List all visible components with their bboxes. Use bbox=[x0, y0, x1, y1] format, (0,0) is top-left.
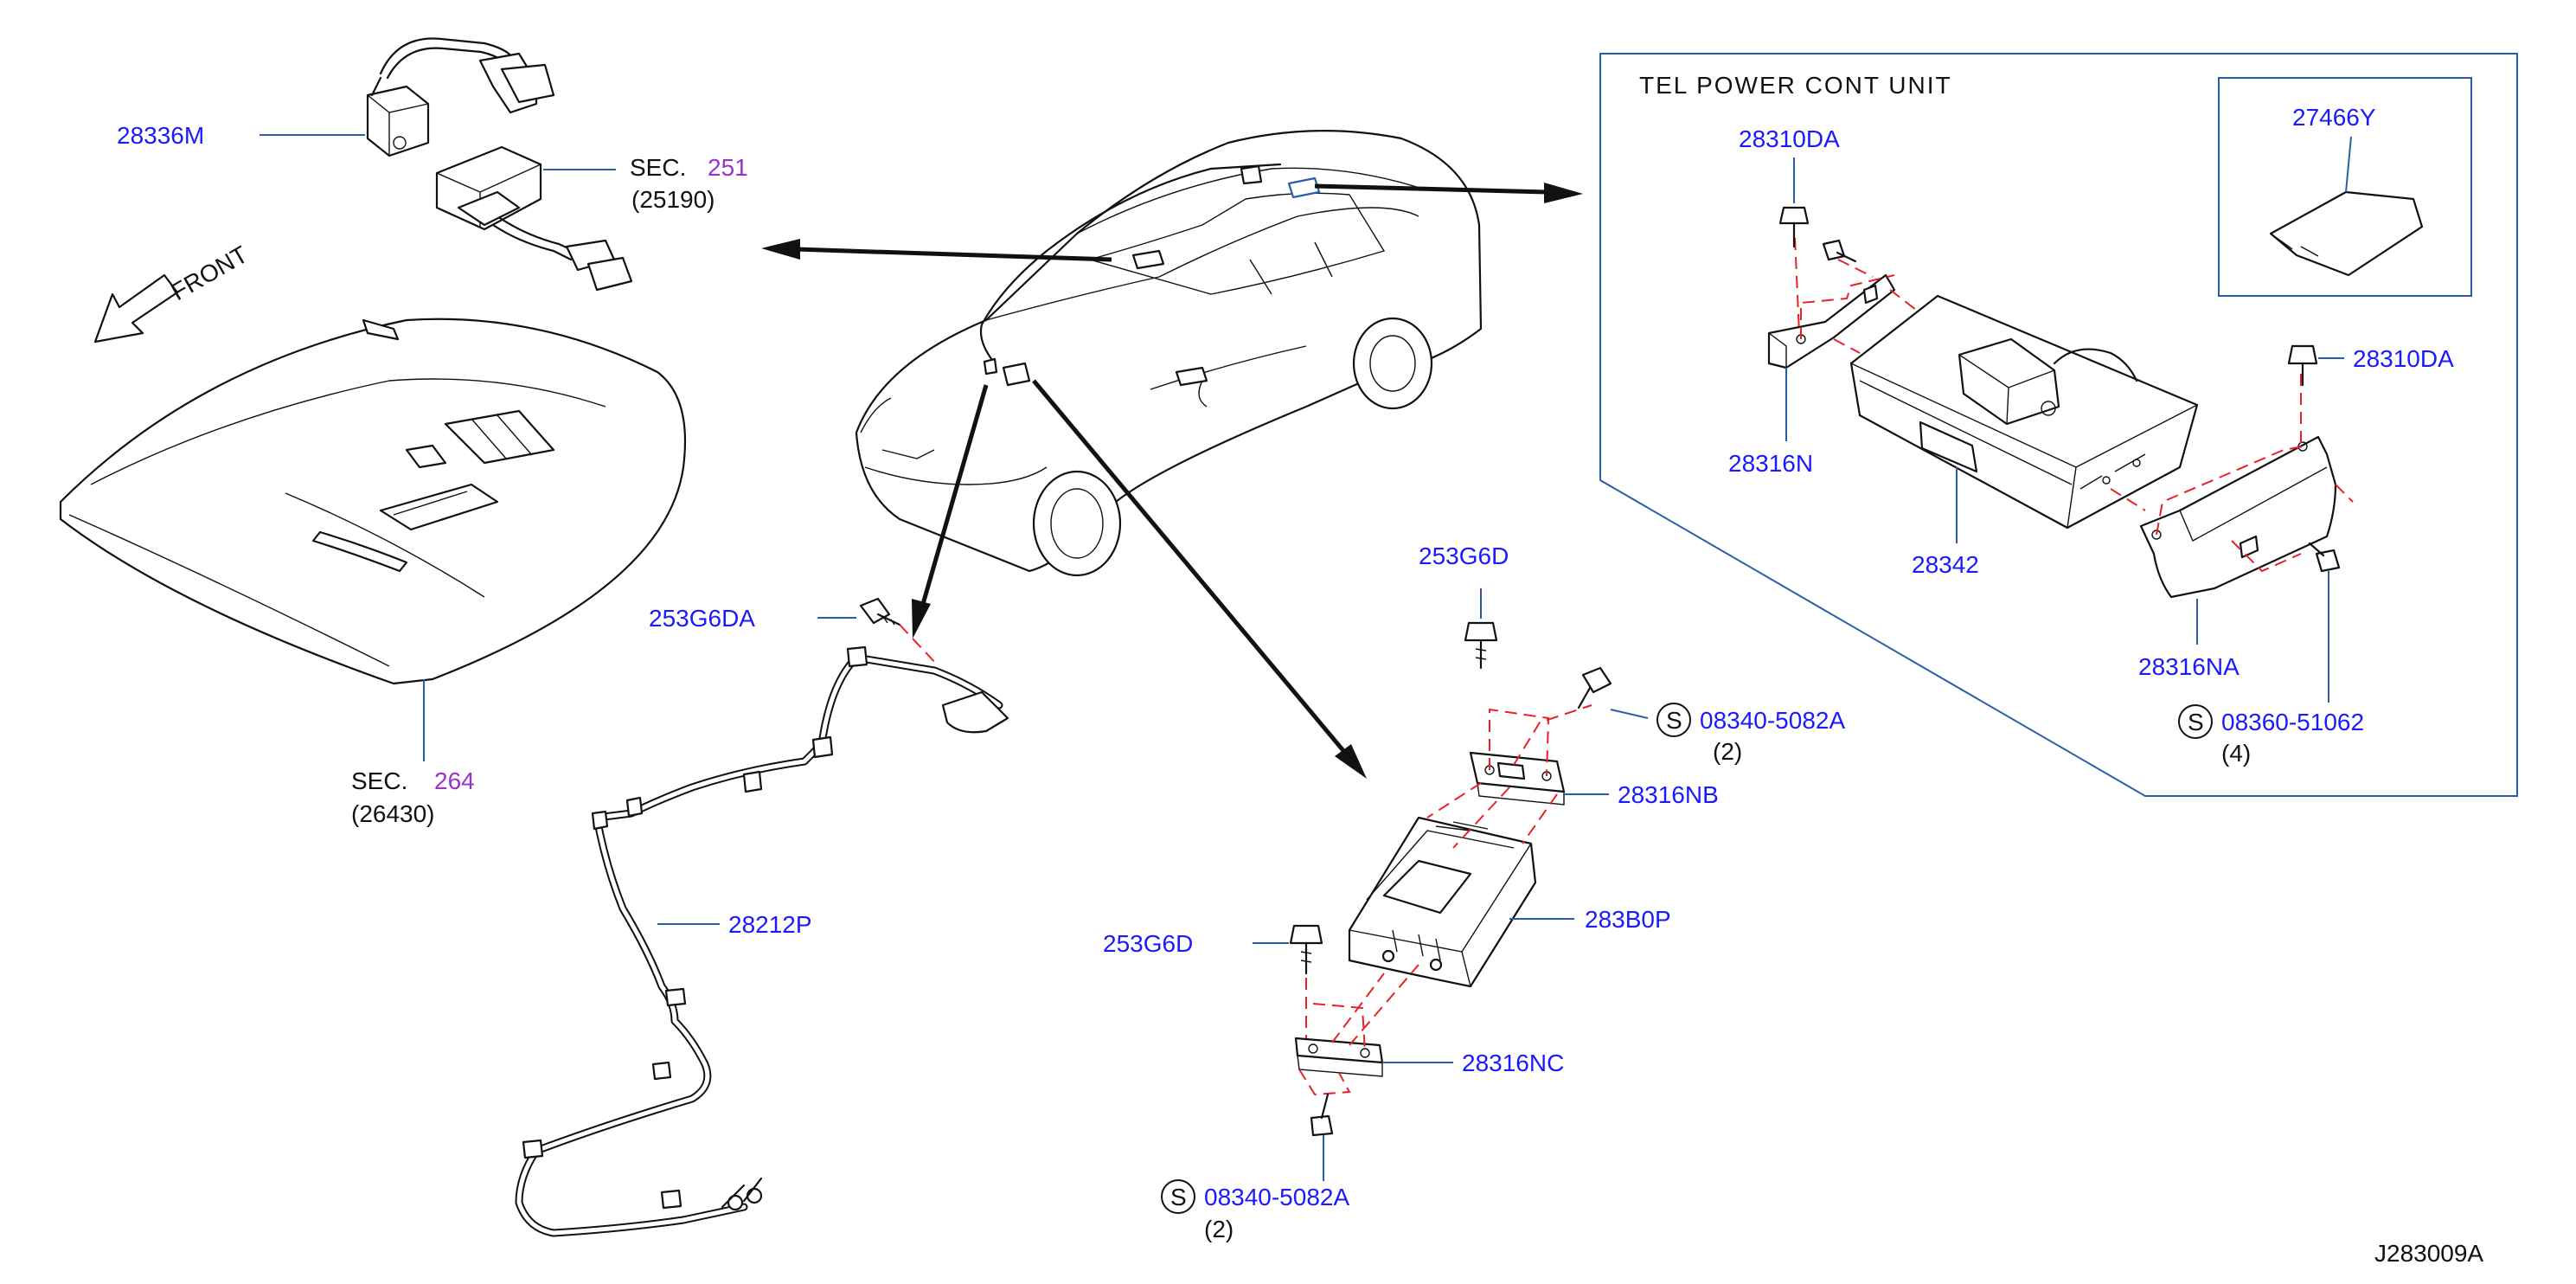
bracket-28316na bbox=[2110, 374, 2354, 599]
label-28212p: 28212P bbox=[728, 911, 812, 938]
s-symbol-circle-08360 bbox=[2178, 704, 2213, 739]
bracket-28316nb bbox=[1426, 704, 1592, 849]
module-283b0p bbox=[1348, 816, 1537, 988]
label-253g6d-left: 253G6D bbox=[1103, 930, 1193, 957]
screw-08340-bottom-icon bbox=[1310, 1093, 1334, 1137]
screw-08360-icon bbox=[2308, 542, 2341, 573]
bolt-28310da-top-icon bbox=[1778, 206, 1857, 263]
qty-08340-bottom: (2) bbox=[1204, 1216, 1234, 1242]
unit-28342 bbox=[1849, 294, 2199, 530]
label-08340-bottom: 08340-5082A bbox=[1204, 1184, 1349, 1210]
inset-box-27466y bbox=[2218, 77, 2472, 297]
bracket-28316nc bbox=[1294, 964, 1419, 1096]
screw-08340-mid-icon bbox=[1577, 666, 1612, 709]
label-253g6d-top: 253G6D bbox=[1419, 542, 1509, 569]
label-27466y: 27466Y bbox=[2292, 104, 2376, 131]
sec251-number: 251 bbox=[708, 154, 748, 181]
front-direction-arrow-icon bbox=[93, 273, 179, 343]
harness-28212p bbox=[515, 645, 1009, 1237]
harness-connector-28336m bbox=[366, 37, 555, 157]
label-283b0p: 283B0P bbox=[1585, 906, 1671, 933]
label-28316nb: 28316NB bbox=[1618, 781, 1719, 808]
bracket-28316n bbox=[1767, 237, 1917, 369]
label-sheet-27466y bbox=[2269, 190, 2424, 277]
label-28316na: 28316NA bbox=[2138, 653, 2240, 680]
label-08360: 08360-51062 bbox=[2221, 709, 2364, 735]
label-28310da-top: 28310DA bbox=[1739, 125, 1840, 152]
s-symbol-bottom: S bbox=[1170, 1184, 1187, 1210]
label-28316n: 28316N bbox=[1728, 450, 1813, 477]
front-label: FRONT bbox=[167, 241, 253, 305]
sec264-ref: (26430) bbox=[351, 800, 435, 827]
label-28310da-right: 28310DA bbox=[2353, 345, 2454, 372]
label-28336m: 28336M bbox=[117, 122, 204, 149]
sec251-ref: (25190) bbox=[631, 186, 715, 213]
leader-27466y bbox=[2345, 136, 2352, 193]
label-08340-mid: 08340-5082A bbox=[1700, 707, 1845, 734]
harness-connector-25190 bbox=[435, 145, 633, 292]
leader-08340-mid bbox=[1610, 709, 1649, 719]
qty-08340-mid: (2) bbox=[1713, 738, 1742, 765]
sec264-prefix: SEC. bbox=[351, 767, 407, 794]
bolt-253g6d-top-icon bbox=[1464, 621, 1498, 670]
callout-arrows bbox=[761, 183, 1583, 779]
vehicle-outline bbox=[855, 130, 1483, 577]
label-28316nc: 28316NC bbox=[1462, 1050, 1564, 1076]
sec251-prefix: SEC. bbox=[630, 154, 686, 181]
qty-08360: (4) bbox=[2221, 740, 2251, 767]
bolt-28310da-right-icon bbox=[2287, 344, 2318, 387]
bolt-253g6da-icon bbox=[859, 597, 939, 667]
s-symbol-circle-mid bbox=[1656, 703, 1691, 737]
label-28342: 28342 bbox=[1912, 551, 1979, 578]
tel-power-cont-unit-frame: TEL POWER CONT UNIT bbox=[1599, 53, 2518, 797]
sec264-number: 264 bbox=[434, 767, 475, 794]
s-symbol-08360: S bbox=[2188, 709, 2204, 735]
s-symbol-circle-bottom bbox=[1161, 1179, 1195, 1214]
label-253g6da: 253G6DA bbox=[649, 605, 755, 632]
s-symbol-mid: S bbox=[1666, 707, 1682, 734]
diagram-id: J283009A bbox=[2374, 1240, 2483, 1267]
frame-title: TEL POWER CONT UNIT bbox=[1639, 72, 1952, 99]
bolt-253g6d-left-icon bbox=[1289, 924, 1323, 975]
overhead-console-sec264 bbox=[59, 318, 687, 685]
